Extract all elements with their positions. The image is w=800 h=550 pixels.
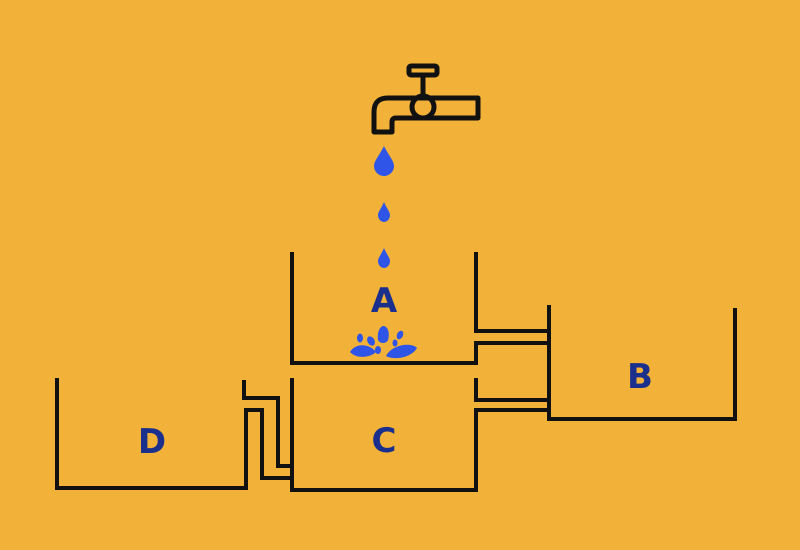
tank-b: B [474,305,737,421]
faucet-handle [406,63,440,78]
faucet-valve [409,93,437,121]
faucet-icon [371,63,481,135]
tank-c-label: C [372,421,397,461]
water-drop-icon [378,248,390,268]
tank-d: D [55,378,264,490]
connector-d-c [242,380,294,480]
tank-a: A [290,252,551,365]
tank-a-label: A [371,281,398,321]
connector-c-b [474,341,551,402]
faucet-body [371,95,481,135]
water-splash-icon [350,326,417,359]
water-drop-icon [378,202,390,222]
tank-c: C [290,378,478,492]
tank-d-label: D [138,422,166,462]
water-drop-icon [374,146,394,176]
water-drops [374,146,394,268]
tank-b-label: B [627,357,653,397]
